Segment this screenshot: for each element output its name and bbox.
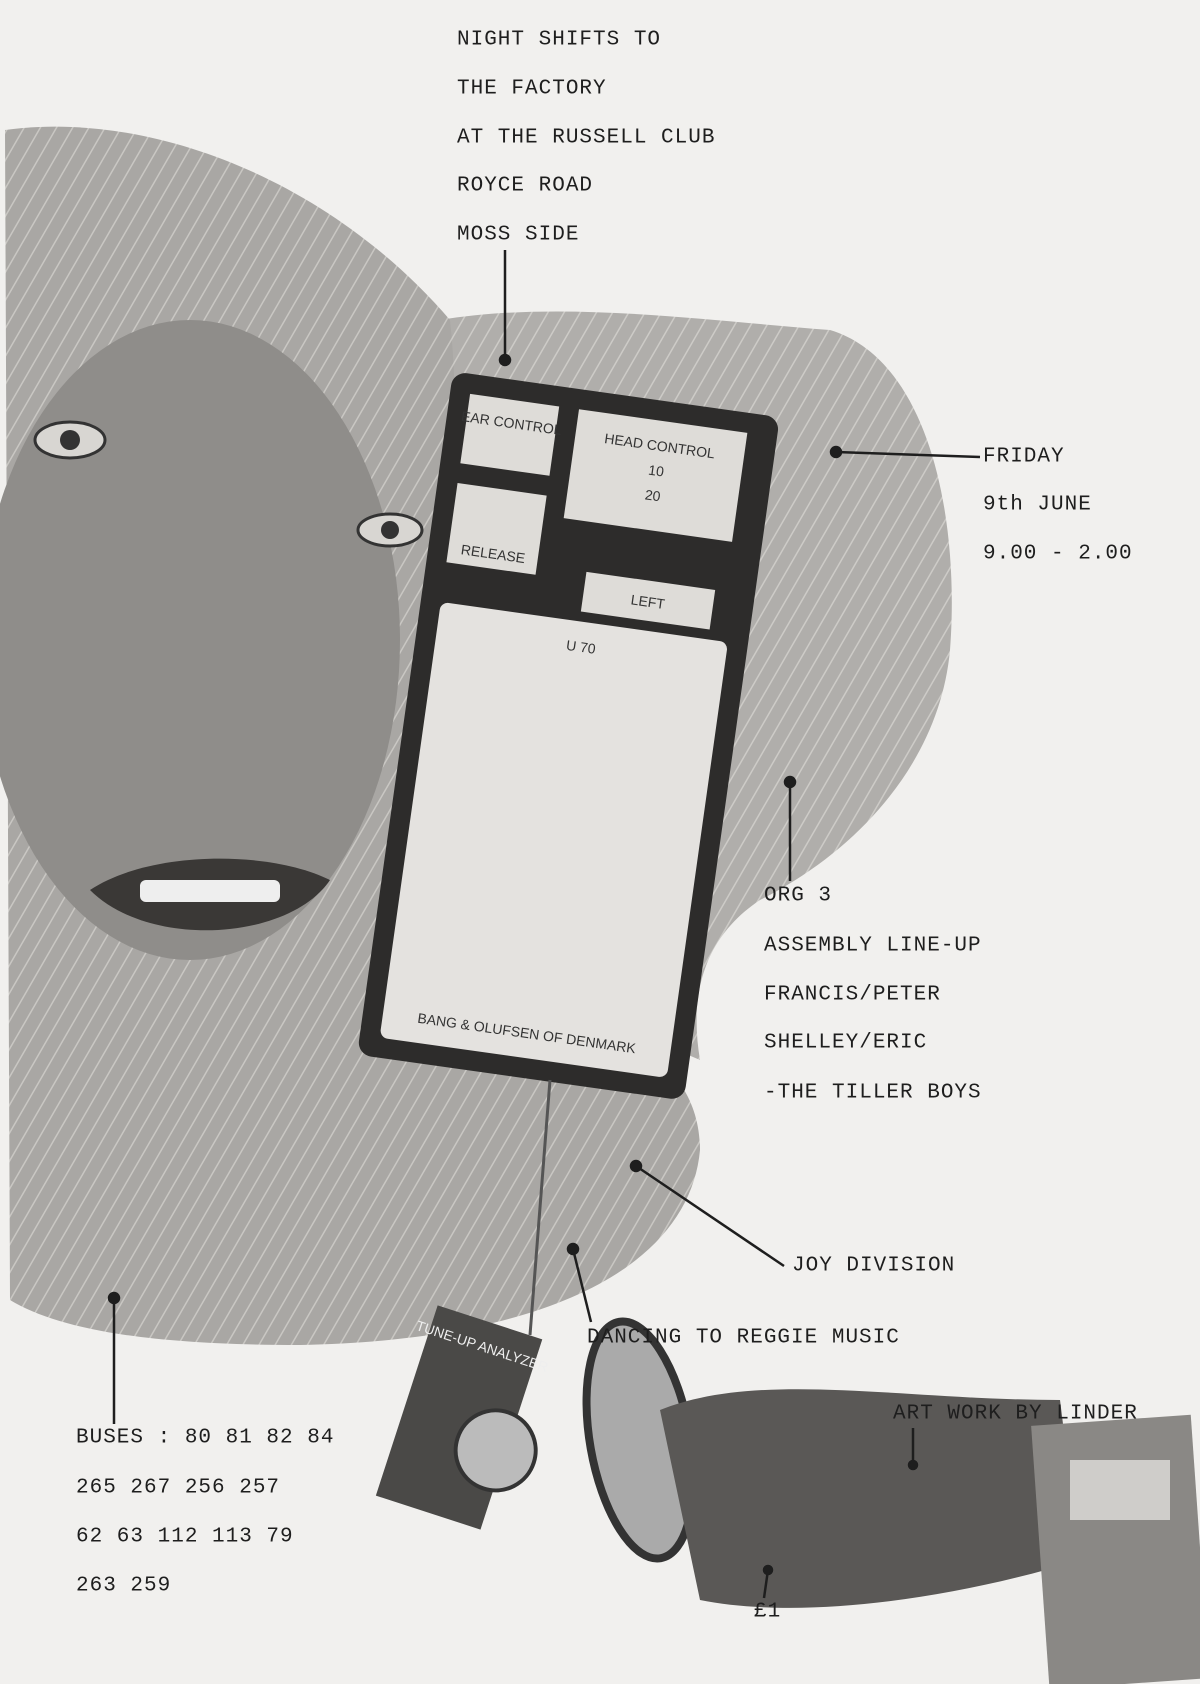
- headliner: JOY DIVISION: [792, 1254, 956, 1278]
- artwork-credit: ART WORK BY LINDER: [893, 1402, 1138, 1426]
- venue-line: NIGHT SHIFTS TO: [457, 28, 662, 52]
- lineup-line: SHELLEY/ERIC: [764, 1031, 928, 1055]
- lineup-line: -THE TILLER BOYS: [764, 1081, 982, 1105]
- lineup-line: FRANCIS/PETER: [764, 983, 941, 1007]
- left-label: LEFT: [630, 591, 667, 612]
- leader-lines: [107, 250, 981, 1599]
- tune-up-analyzer: TUNE-UP ANALYZER: [375, 1305, 550, 1530]
- lineup-line: ORG 3: [764, 884, 833, 908]
- model-label: U 70: [565, 637, 597, 657]
- venue-line: ROYCE ROAD: [457, 174, 594, 198]
- buses-line: 62 63 112 113 79: [76, 1525, 294, 1549]
- buses-line: BUSES : 80 81 82 84: [76, 1426, 335, 1450]
- event-day: FRIDAY: [983, 445, 1065, 469]
- venue-line: AT THE RUSSELL CLUB: [457, 126, 716, 150]
- event-time: 9.00 - 2.00: [983, 542, 1133, 566]
- venue-line: THE FACTORY: [457, 77, 607, 101]
- head-10-label: 10: [647, 462, 665, 480]
- buses-line: 263 259: [76, 1574, 172, 1598]
- buses-line: 265 267 256 257: [76, 1476, 281, 1500]
- bang-olufsen-device: EAR CONTROL HEAD CONTROL 10 20 RELEASE L…: [358, 373, 779, 1099]
- price: £1: [754, 1600, 782, 1624]
- lineup-line: ASSEMBLY LINE-UP: [764, 934, 982, 958]
- torso: [660, 1389, 1080, 1608]
- head-20-label: 20: [644, 486, 662, 504]
- event-date: 9th JUNE: [983, 493, 1092, 517]
- cassette-player: [1031, 1414, 1200, 1684]
- cabbage-head: [0, 320, 400, 960]
- dancing-note: DANCING TO REGGIE MUSIC: [587, 1326, 900, 1350]
- venue-line: MOSS SIDE: [457, 223, 580, 247]
